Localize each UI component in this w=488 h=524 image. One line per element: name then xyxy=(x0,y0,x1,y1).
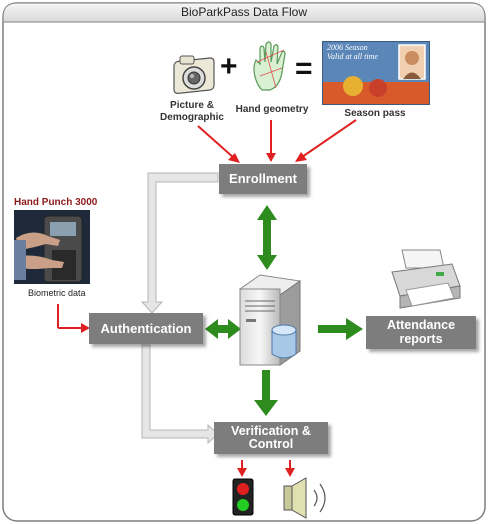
device-title: Hand Punch 3000 xyxy=(14,197,98,208)
traffic-light-icon xyxy=(232,478,254,516)
printer-icon xyxy=(391,249,461,309)
green-arrows xyxy=(205,205,363,416)
speaker-icon xyxy=(283,477,326,519)
title-bar xyxy=(2,2,486,23)
biometric-data-label: Biometric data xyxy=(28,288,86,298)
attendance-reports-box: Attendance reports xyxy=(366,316,476,349)
camera-icon xyxy=(173,55,215,94)
plus-sign: + xyxy=(220,50,238,83)
gray-arrow-auth-to-verification xyxy=(141,344,219,445)
pass-line-1: 2006 Season xyxy=(327,43,368,52)
pass-line-2: Valid at all time xyxy=(327,51,378,61)
season-pass-card: 2006 Season Valid at all time xyxy=(322,41,430,105)
hand-icon xyxy=(253,41,286,91)
verification-control-box: Verification & Control xyxy=(214,422,328,454)
equals-sign: = xyxy=(295,52,313,85)
red-arrows xyxy=(57,119,357,477)
enrollment-box: Enrollment xyxy=(219,164,307,194)
diagram-title: BioParkPass Data Flow xyxy=(180,5,308,19)
hand-geometry-label: Hand geometry xyxy=(235,104,309,115)
picture-label: Picture & Demographic xyxy=(160,100,224,123)
database-icon xyxy=(271,324,297,359)
hand-punch-device xyxy=(14,210,90,284)
authentication-box: Authentication xyxy=(89,313,203,344)
season-pass-label: Season pass xyxy=(344,108,406,119)
gray-arrow-enrollment-to-auth xyxy=(140,172,219,314)
